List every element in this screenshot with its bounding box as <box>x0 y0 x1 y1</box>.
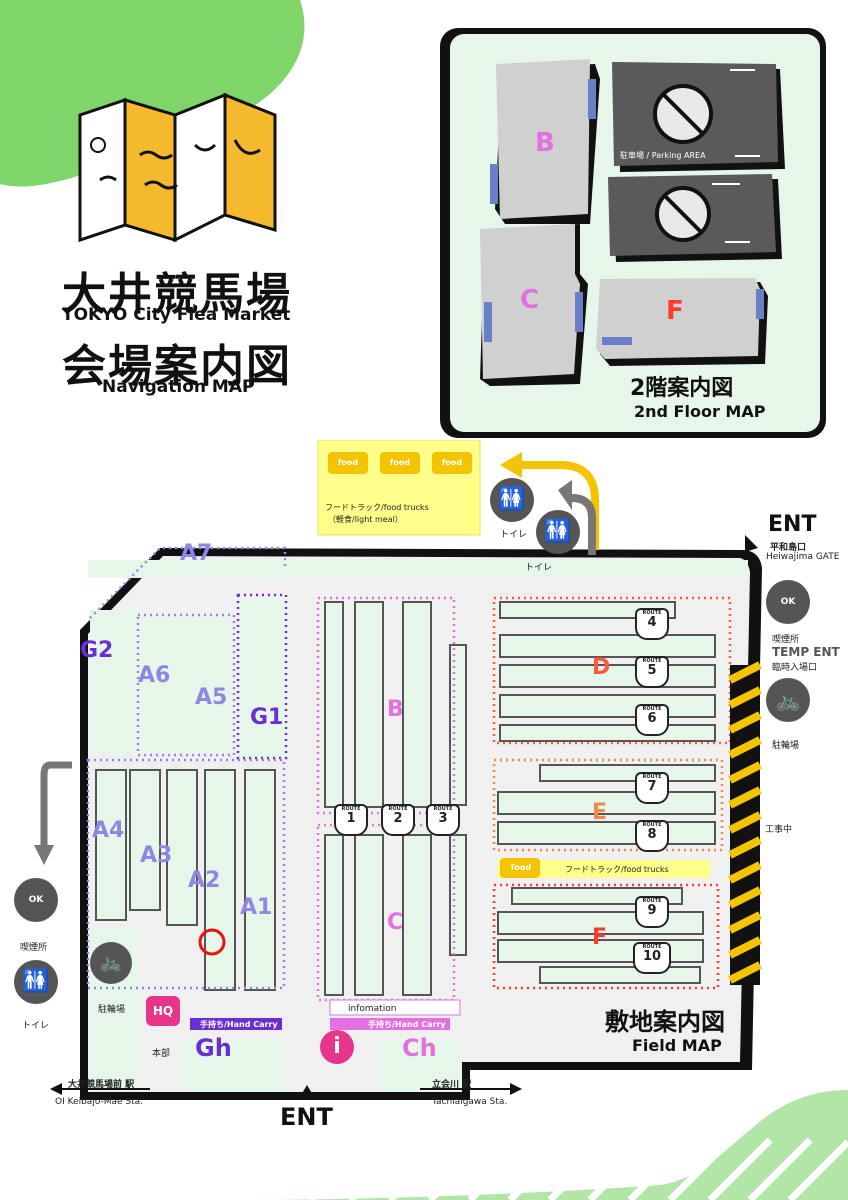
food-truck-sub: （軽食/light meal） <box>328 515 403 524</box>
bike-label: 駐輪場 <box>772 741 800 751</box>
food-truck-label-2: フードトラック/food trucks <box>565 865 669 874</box>
zone-ch: Ch <box>402 1034 437 1062</box>
toilet-icon: 🚻 <box>14 960 58 1004</box>
toilet-label: トイレ <box>22 1021 50 1031</box>
zone-f: F <box>592 925 608 950</box>
zone-d: D <box>592 655 611 680</box>
food-truck-icon: food <box>432 452 472 474</box>
station-left-en: OI Keibajo-Mae Sta. <box>55 1097 144 1107</box>
food-truck-icon: food <box>328 452 368 474</box>
green-blob-decoration <box>0 0 305 187</box>
floor2-map <box>480 59 785 386</box>
ent-top-jp: 平和島口 <box>770 543 807 553</box>
zone-a2: A2 <box>188 868 221 893</box>
title-jp: 大井競馬場 <box>62 269 292 320</box>
hand-carry-label-ch: 手持ち/Hand Carry <box>368 1020 446 1029</box>
ent-main-label: ENT <box>280 1103 333 1131</box>
toilet-label: トイレ <box>500 530 528 540</box>
hq-icon: HQ <box>146 996 180 1026</box>
zone-a7: A7 <box>180 541 213 566</box>
zone-a3: A3 <box>140 843 173 868</box>
zone-c: C <box>387 910 404 935</box>
floor2-zone-f: F <box>666 296 684 326</box>
temp-ent-jp: 臨時入場口 <box>772 663 818 673</box>
zone-g2: G2 <box>80 638 114 663</box>
subtitle-en: Navigation MAP <box>102 377 255 397</box>
folded-map-icon <box>78 92 277 243</box>
ent-top-en: Heiwajima GATE <box>766 552 840 562</box>
smoking-icon: OK <box>14 878 58 922</box>
floor2-title-en: 2nd Floor MAP <box>634 402 766 421</box>
station-right-jp: 立会川 駅 <box>432 1080 472 1090</box>
toilet-label: トイレ <box>525 563 553 573</box>
zone-g1: G1 <box>250 705 284 730</box>
smoking-label: 喫煙所 <box>772 635 800 645</box>
subtitle-jp: 会場案内図 <box>62 341 292 392</box>
zone-a5: A5 <box>195 685 228 710</box>
bike-label: 駐輪場 <box>98 1005 126 1015</box>
floor2-zone-c: C <box>520 285 540 315</box>
floor2-zone-b: B <box>535 128 555 158</box>
field-title-jp: 敷地案内図 <box>605 1008 725 1036</box>
parking-label: 駐車場 / Parking AREA <box>620 151 706 160</box>
zone-b: B <box>387 697 404 722</box>
title-en: TOKYO City Flea Market <box>62 305 291 325</box>
bicycle-icon: 🚲 <box>90 942 132 984</box>
toilet-icon: 🚻 <box>490 478 534 522</box>
zone-a6: A6 <box>138 663 171 688</box>
zone-gh: Gh <box>195 1034 232 1062</box>
smoking-icon: OK <box>766 580 810 624</box>
field-title-en: Field MAP <box>632 1036 722 1055</box>
floor2-title-jp: 2階案内図 <box>630 376 734 401</box>
ent-top-label: ENT <box>768 512 817 537</box>
zone-e: E <box>592 800 608 825</box>
food-truck-label: フードトラック/food trucks <box>325 503 429 512</box>
zone-a1: A1 <box>240 895 273 920</box>
construction-label: 工事中 <box>765 825 793 835</box>
smoking-label: 喫煙所 <box>20 943 48 953</box>
food-truck-icon: food <box>510 863 532 872</box>
station-left-jp: 大井競馬場前 駅 <box>68 1080 135 1090</box>
temp-ent-label: TEMP ENT <box>772 645 840 659</box>
hand-carry-label-gh: 手持ち/Hand Carry <box>200 1020 278 1029</box>
bicycle-icon: 🚲 <box>766 678 810 722</box>
information-icon: i <box>320 1030 354 1064</box>
station-right-en: Tachiaigawa Sta. <box>432 1097 508 1107</box>
toilet-icon: 🚻 <box>536 510 580 554</box>
field-map <box>34 440 848 1200</box>
food-truck-icon: food <box>380 452 420 474</box>
information-label: infomation <box>348 1004 397 1014</box>
zone-a4: A4 <box>92 818 125 843</box>
hq-label: 本部 <box>152 1049 171 1059</box>
